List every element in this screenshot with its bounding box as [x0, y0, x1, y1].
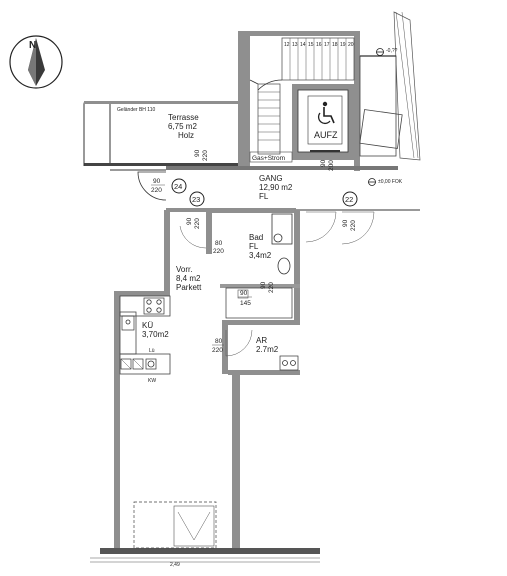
door-number-23: 23	[189, 191, 205, 207]
room-area: 3,4m2	[249, 251, 272, 260]
stair-number: 12	[284, 42, 290, 48]
elevator-label: AUFZ	[314, 130, 338, 140]
door-height: 220	[213, 248, 224, 255]
door-height: 220	[194, 218, 201, 229]
door-width: 90	[240, 290, 248, 297]
door-number: 24	[174, 182, 182, 191]
room-area: 8,4 m2	[176, 274, 201, 283]
door-height: 220	[350, 220, 357, 231]
gelander-label: Geländer BH 110	[117, 107, 155, 113]
door-height: 220	[268, 282, 275, 293]
room-name: Terrasse	[168, 113, 199, 122]
stair-number: 19	[340, 42, 346, 48]
door-height: 220	[212, 347, 223, 354]
bottom-opening	[133, 501, 217, 549]
door-width: 80	[215, 240, 223, 247]
door-width: 80	[215, 338, 223, 345]
appliance-icons	[120, 358, 157, 370]
stair-number: 15	[308, 42, 314, 48]
room-gang: GANG 12,90 m2 FL	[259, 174, 293, 201]
room-vorr: Vorr. 8,4 m2 Parkett	[176, 265, 202, 292]
room-name: Vorr.	[176, 265, 192, 274]
level-marker: -0,??	[386, 48, 398, 54]
kw-label: KW	[148, 378, 156, 384]
room-floor: Parkett	[176, 283, 202, 292]
sink-icon	[121, 315, 135, 331]
door-number-22: 22	[342, 191, 358, 207]
room-kue: KÜ 3,70m2	[142, 321, 169, 339]
room-name: AR	[256, 336, 267, 345]
door-width: 90	[153, 178, 161, 185]
room-floor: FL	[249, 242, 259, 251]
door-height: 200	[328, 160, 335, 171]
level-marker: ±0,00 FOK	[378, 179, 403, 185]
room-terrasse: Terrasse 6,75 m2 Holz	[168, 113, 199, 140]
north-arrow: N	[9, 35, 63, 89]
door-height: 220	[202, 150, 209, 161]
room-area: 2.7m2	[256, 345, 279, 354]
room-area: 12,90 m2	[259, 183, 293, 192]
door-width: 90	[194, 149, 201, 157]
terrace: Geländer BH 110	[83, 101, 241, 166]
stair-number: 14	[300, 42, 306, 48]
room-area: 3,70m2	[142, 330, 169, 339]
door-width: 90	[260, 281, 267, 289]
gas-strom-label: Gas+Strom	[252, 155, 285, 162]
stove-icon	[143, 297, 165, 315]
stair-number: 18	[332, 42, 338, 48]
room-ar: AR 2.7m2	[256, 336, 279, 354]
apartment-walls	[90, 210, 320, 563]
door-height: 220	[151, 187, 162, 194]
door-width: 90	[342, 219, 349, 227]
wheelchair-icon	[317, 101, 335, 125]
stair-numbers: 12 13 14 15 16 17 18 19 20	[284, 42, 354, 48]
corridor: ±0,00 FOK	[110, 166, 420, 213]
room-bad: Bad FL 3,4m2	[249, 233, 272, 260]
stair-number: 13	[292, 42, 298, 48]
stair-number: 17	[324, 42, 330, 48]
north-label: N	[29, 40, 36, 51]
door-width: 90	[186, 217, 193, 225]
lue-label: Lü	[149, 348, 155, 354]
door-number: 22	[345, 195, 353, 204]
room-name: KÜ	[142, 321, 153, 330]
right-structure: -0,??	[359, 11, 421, 161]
door-number: 23	[192, 195, 200, 204]
room-floor: Holz	[178, 131, 194, 140]
door-width: 90	[320, 159, 327, 167]
room-floor: FL	[259, 192, 269, 201]
stair-number: 20	[348, 42, 354, 48]
door-swings	[137, 171, 375, 357]
room-area: 6,75 m2	[168, 122, 197, 131]
room-name: GANG	[259, 174, 283, 183]
bottom-dimension: 2,49	[170, 562, 180, 568]
door-number-24: 24	[171, 178, 187, 194]
stair-core: 12 13 14 15 16 17 18 19 20 AUFZ Gas+Stro…	[238, 31, 360, 171]
room-name: Bad	[249, 233, 263, 242]
stair-number: 16	[316, 42, 322, 48]
bath-fixtures	[225, 213, 299, 371]
door-height: 145	[240, 300, 251, 307]
door-dimensions: 90 220 90 220 90 220 80 220 80 220 90 20…	[151, 149, 357, 354]
